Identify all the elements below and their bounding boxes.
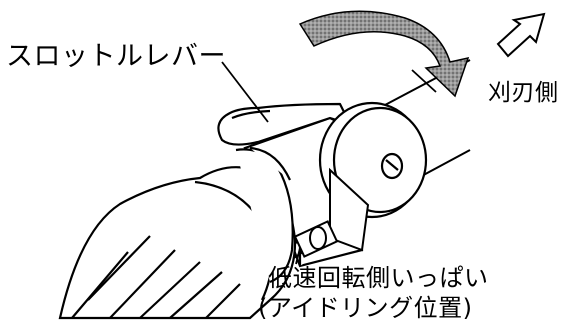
throttle-lever-label: スロットルレバー [6, 41, 226, 72]
leader-lines [221, 61, 437, 265]
grip [58, 166, 297, 320]
idle-label-line2: (アイドリング位置) [258, 294, 473, 320]
idle-label-line1: 低速回転側いっぱい [268, 264, 489, 292]
grip-collar [235, 146, 294, 284]
rotation-arrow-icon [298, 10, 470, 98]
direction-arrow-icon [496, 12, 546, 58]
blade-side-label: 刈刃側 [488, 80, 559, 106]
bracket [329, 167, 370, 252]
